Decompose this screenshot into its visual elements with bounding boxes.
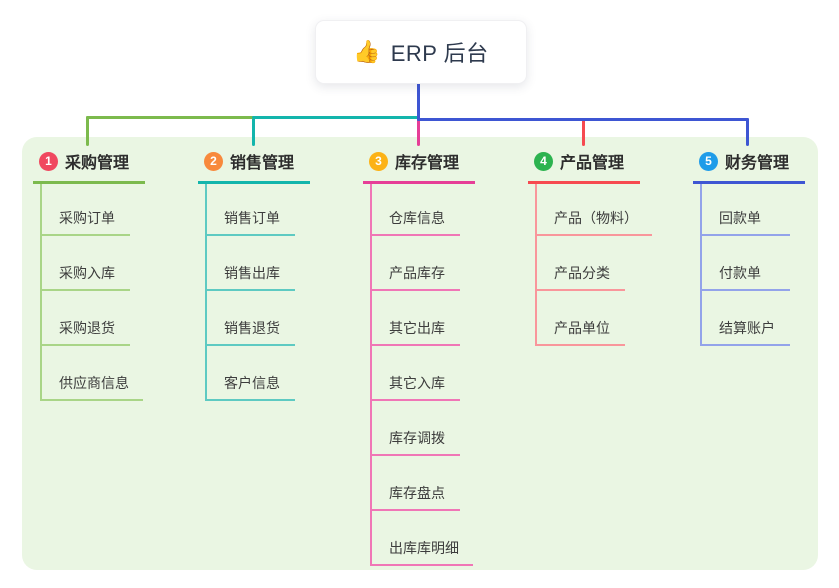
edge-rail-branch-2 [252,116,419,119]
child-node[interactable]: 出库库明细 [372,511,523,566]
edge-rail-branch-5 [417,118,749,121]
child-node[interactable]: 采购订单 [42,184,193,236]
child-node[interactable]: 供应商信息 [42,346,193,401]
edge-drop-branch-2 [252,116,255,146]
branch-4: 4 产品管理产品（物料） 产品分类产品单位 [528,149,688,346]
child-label: 采购退货 [42,318,130,346]
child-node[interactable]: 结算账户 [702,291,839,346]
child-label: 产品分类 [537,263,625,291]
edge-drop-branch-4 [582,119,585,146]
child-label: 产品单位 [537,318,625,346]
child-label: 结算账户 [702,318,790,346]
child-label: 供应商信息 [42,373,143,401]
branch-header-3[interactable]: 3 库存管理 [363,149,475,184]
child-node[interactable]: 采购入库 [42,236,193,291]
edge-drop-branch-1 [86,116,89,146]
child-label: 产品库存 [372,263,460,291]
branches-panel [22,137,818,570]
branch-label: 采购管理 [65,155,130,172]
edge-rail-branch-1 [86,116,254,119]
branch-children: 销售订单销售出库销售退货客户信息 [205,184,358,401]
branch-number-badge: 3 [369,151,388,171]
branch-label: 销售管理 [230,155,295,172]
child-label: 产品（物料） [537,208,652,236]
branch-label: 财务管理 [725,155,790,172]
child-node[interactable]: 产品库存 [372,236,523,291]
branch-header-1[interactable]: 1 采购管理 [33,149,145,184]
child-node[interactable]: 客户信息 [207,346,358,401]
branch-1: 1 采购管理采购订单采购入库采购退货供应商信息 [33,149,193,401]
branch-children: 仓库信息产品库存其它出库其它入库库存调拨库存盘点出库库明细 [370,184,523,566]
child-node[interactable]: 仓库信息 [372,184,523,236]
child-label: 采购订单 [42,208,130,236]
child-label: 采购入库 [42,263,130,291]
child-label: 库存盘点 [372,483,460,511]
child-node[interactable]: 产品（物料） [537,184,688,236]
branch-header-4[interactable]: 4 产品管理 [528,149,640,184]
child-node[interactable]: 库存盘点 [372,456,523,511]
child-label: 其它入库 [372,373,460,401]
child-label: 销售订单 [207,208,295,236]
child-node[interactable]: 产品单位 [537,291,688,346]
child-label: 付款单 [702,263,790,291]
thumbs-up-icon: 👍 [353,39,381,64]
child-label: 仓库信息 [372,208,460,236]
branch-5: 5 财务管理回款单付款单结算账户 [693,149,839,346]
root-node[interactable]: 👍 ERP 后台 [315,20,527,84]
child-label: 出库库明细 [372,538,473,566]
child-node[interactable]: 付款单 [702,236,839,291]
branch-number-badge: 5 [699,151,718,171]
child-node[interactable]: 采购退货 [42,291,193,346]
child-node[interactable]: 销售订单 [207,184,358,236]
branch-header-2[interactable]: 2 销售管理 [198,149,310,184]
child-label: 客户信息 [207,373,295,401]
child-node[interactable]: 产品分类 [537,236,688,291]
child-label: 回款单 [702,208,790,236]
branch-3: 3 库存管理仓库信息产品库存其它出库其它入库库存调拨库存盘点出库库明细 [363,149,523,566]
branch-children: 产品（物料） 产品分类产品单位 [535,184,688,346]
child-node[interactable]: 销售退货 [207,291,358,346]
branch-header-5[interactable]: 5 财务管理 [693,149,805,184]
branch-number-badge: 4 [534,151,553,171]
child-label: 销售退货 [207,318,295,346]
child-label: 其它出库 [372,318,460,346]
child-node[interactable]: 库存调拨 [372,401,523,456]
child-node[interactable]: 其它入库 [372,346,523,401]
branch-number-badge: 2 [204,151,223,171]
child-node[interactable]: 销售出库 [207,236,358,291]
branch-children: 采购订单采购入库采购退货供应商信息 [40,184,193,401]
child-label: 库存调拨 [372,428,460,456]
edge-drop-branch-5 [746,118,749,146]
branch-label: 库存管理 [395,155,460,172]
branch-children: 回款单付款单结算账户 [700,184,839,346]
edge-drop-branch-3 [417,119,420,146]
child-node[interactable]: 其它出库 [372,291,523,346]
child-label: 销售出库 [207,263,295,291]
child-node[interactable]: 回款单 [702,184,839,236]
branch-label: 产品管理 [560,155,625,172]
branch-number-badge: 1 [39,151,58,171]
branch-2: 2 销售管理销售订单销售出库销售退货客户信息 [198,149,358,401]
root-title: ERP 后台 [390,41,489,66]
edge-root-trunk [417,81,420,121]
